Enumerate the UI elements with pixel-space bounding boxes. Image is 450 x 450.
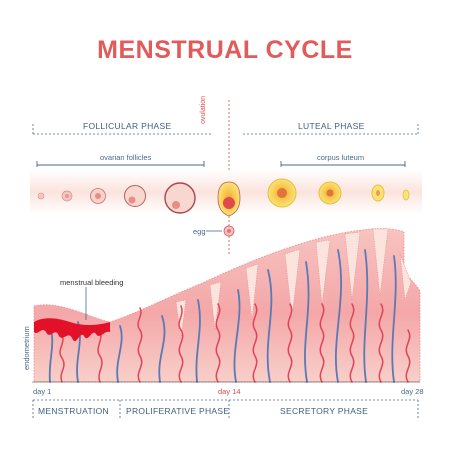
blue-vessels <box>48 249 397 383</box>
day-28-label: day 28 <box>401 387 424 396</box>
luteal-phase-label: LUTEAL PHASE <box>298 121 365 131</box>
ovarian-follicles-label: ovarian follicles <box>100 153 152 162</box>
corpus-luteum-label: corpus luteum <box>317 153 365 162</box>
endometrium-tissue <box>33 228 421 383</box>
follicle-row <box>37 178 410 217</box>
page-title: MENSTRUAL CYCLE <box>97 36 353 64</box>
menstruation-label: MENSTRUATION <box>38 406 109 416</box>
endometrium-label: endometrium <box>22 326 31 370</box>
ovulation-label: ovulation <box>200 95 207 124</box>
proliferative-phase-label: PROLIFERATIVE PHASE <box>126 406 230 416</box>
secretory-phase-label: SECRETORY PHASE <box>280 406 369 416</box>
egg-label: egg <box>193 227 206 236</box>
day-14-label: day 14 <box>218 387 241 396</box>
top-phase-bracket <box>32 124 419 135</box>
menstrual-bleeding-label: menstrual bleeding <box>60 278 124 287</box>
endometrial-glands <box>175 228 412 339</box>
corpus-luteum-bracket <box>280 161 406 167</box>
day-1-label: day 1 <box>33 387 52 396</box>
bottom-phase-bracket <box>32 399 419 418</box>
follicular-phase-label: FOLLICULAR PHASE <box>83 121 172 131</box>
menstrual-bleeding <box>34 318 110 342</box>
ovarian-follicles-bracket <box>36 161 205 167</box>
red-vessels <box>59 303 411 383</box>
